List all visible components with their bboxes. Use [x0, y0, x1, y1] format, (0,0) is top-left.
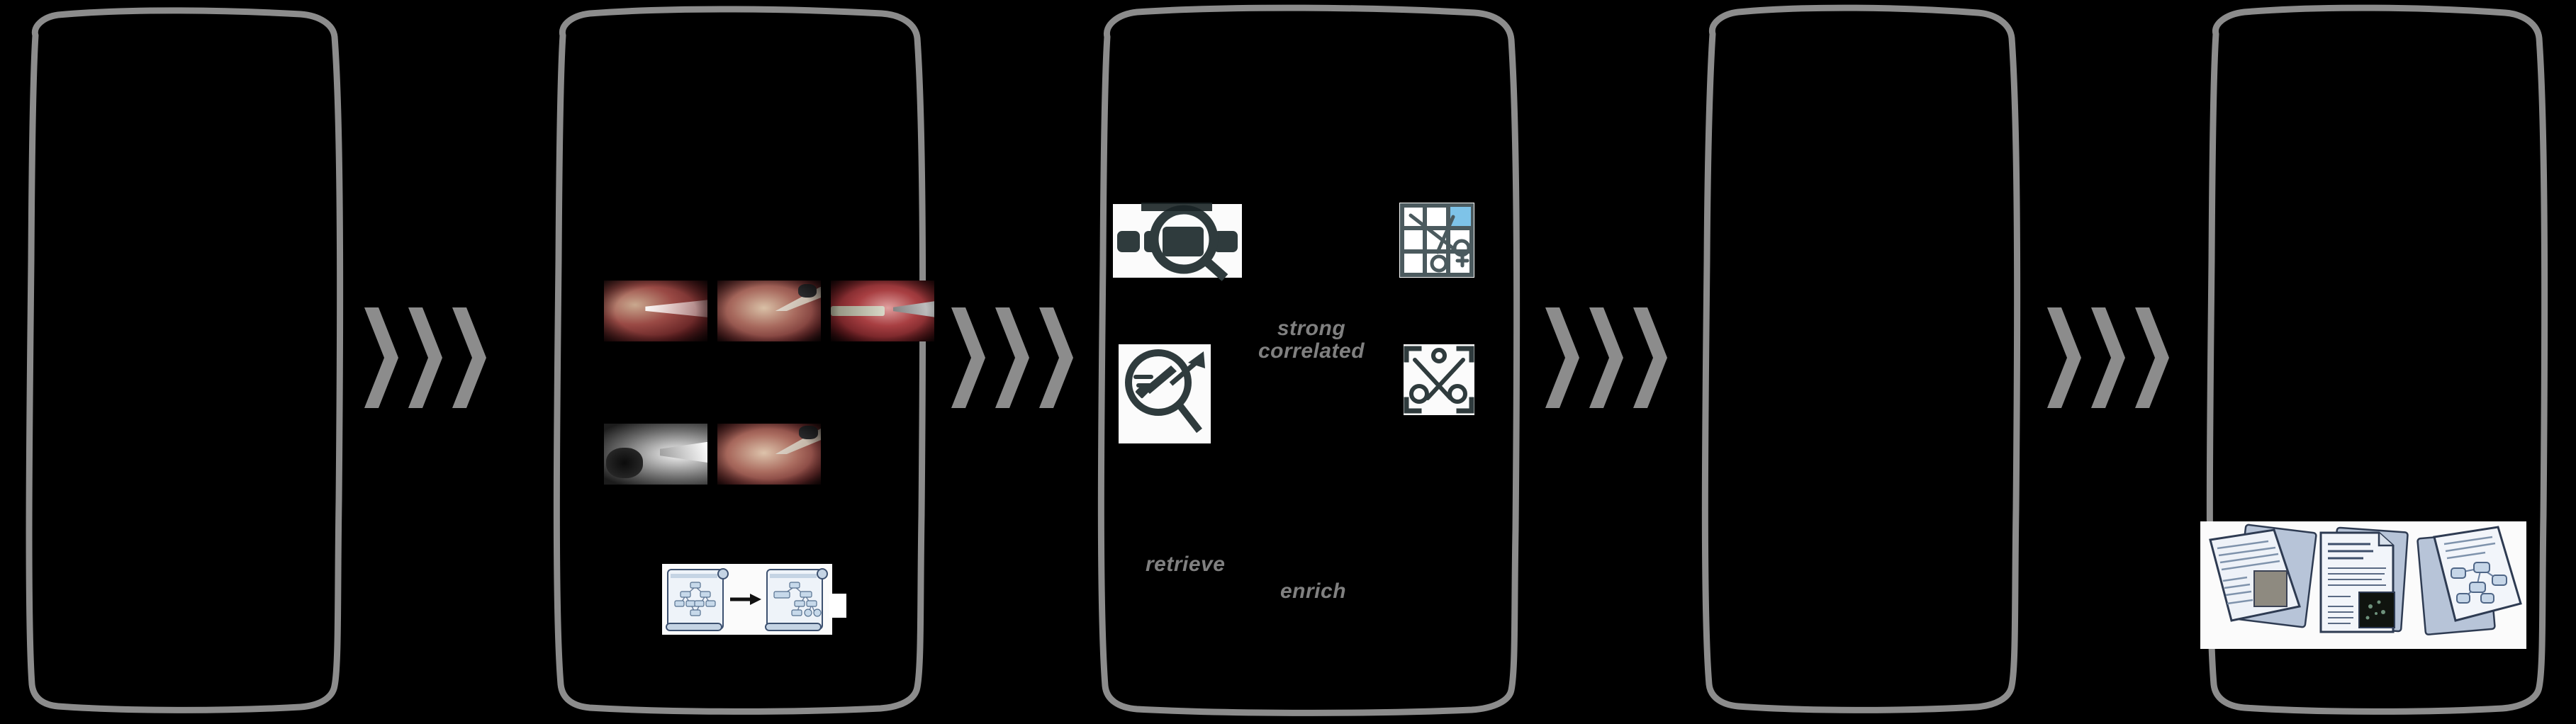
tree-refinement-diagram [662, 564, 832, 635]
panel-2-border [553, 6, 926, 715]
surgical-frame-1 [604, 281, 707, 341]
panel-data-curation [539, 6, 936, 715]
panel-structuring [1691, 4, 2032, 714]
chevron-icon [408, 307, 442, 408]
paper-stacks-collage [2200, 521, 2526, 649]
paper-stack-with-tree [2417, 526, 2522, 635]
chevron-icon [2091, 307, 2125, 408]
panel-retrieve-enrich: strong correlated retrieve enrich [1083, 4, 1530, 716]
chevron-icon [2047, 307, 2081, 408]
chevron-icon [951, 307, 985, 408]
chevron-icon [1589, 307, 1623, 408]
source-scroll [666, 568, 729, 631]
text-search-icon [1113, 203, 1242, 281]
surgical-frame-2 [717, 281, 821, 341]
chevron-icon [995, 307, 1029, 408]
paper-stack-text-with-figure [2319, 526, 2409, 633]
panel-3-border [1097, 4, 1521, 716]
connector-4 [2046, 305, 2171, 411]
scissors-grid-icon [1399, 203, 1474, 278]
chevron-icon [1633, 307, 1667, 408]
transform-arrow [730, 594, 761, 605]
refined-scroll [765, 568, 828, 631]
chevron-icon [1545, 307, 1579, 408]
diagram-white-tab [829, 594, 846, 618]
correlation-label-line2: correlated [1258, 339, 1365, 363]
panel-source-data [14, 6, 354, 714]
enrich-label: enrich [1280, 579, 1347, 603]
panel-outputs [2193, 4, 2562, 715]
connector-2 [950, 305, 1075, 411]
panel-1-border [26, 7, 344, 713]
surgical-frame-4 [717, 424, 821, 485]
connector-1 [363, 305, 488, 411]
chevron-icon [1039, 307, 1073, 408]
retrieve-label: retrieve [1146, 553, 1226, 576]
panel-5-border [2206, 4, 2548, 715]
chevron-icon [2135, 307, 2169, 408]
surgical-frame-3 [831, 281, 934, 341]
panel-4-border [1701, 4, 2021, 713]
scalpel-search-icon [1119, 344, 1211, 443]
scissors-crosshair-icon [1404, 344, 1474, 415]
paper-stack-text-with-image [2209, 524, 2317, 628]
connector-3 [1544, 305, 1669, 411]
chevron-icon [452, 307, 486, 408]
correlation-label-line1: strong [1277, 317, 1346, 340]
correlation-label: strong correlated [1248, 317, 1375, 363]
chevron-icon [364, 307, 398, 408]
surgical-depth-map [604, 424, 707, 485]
